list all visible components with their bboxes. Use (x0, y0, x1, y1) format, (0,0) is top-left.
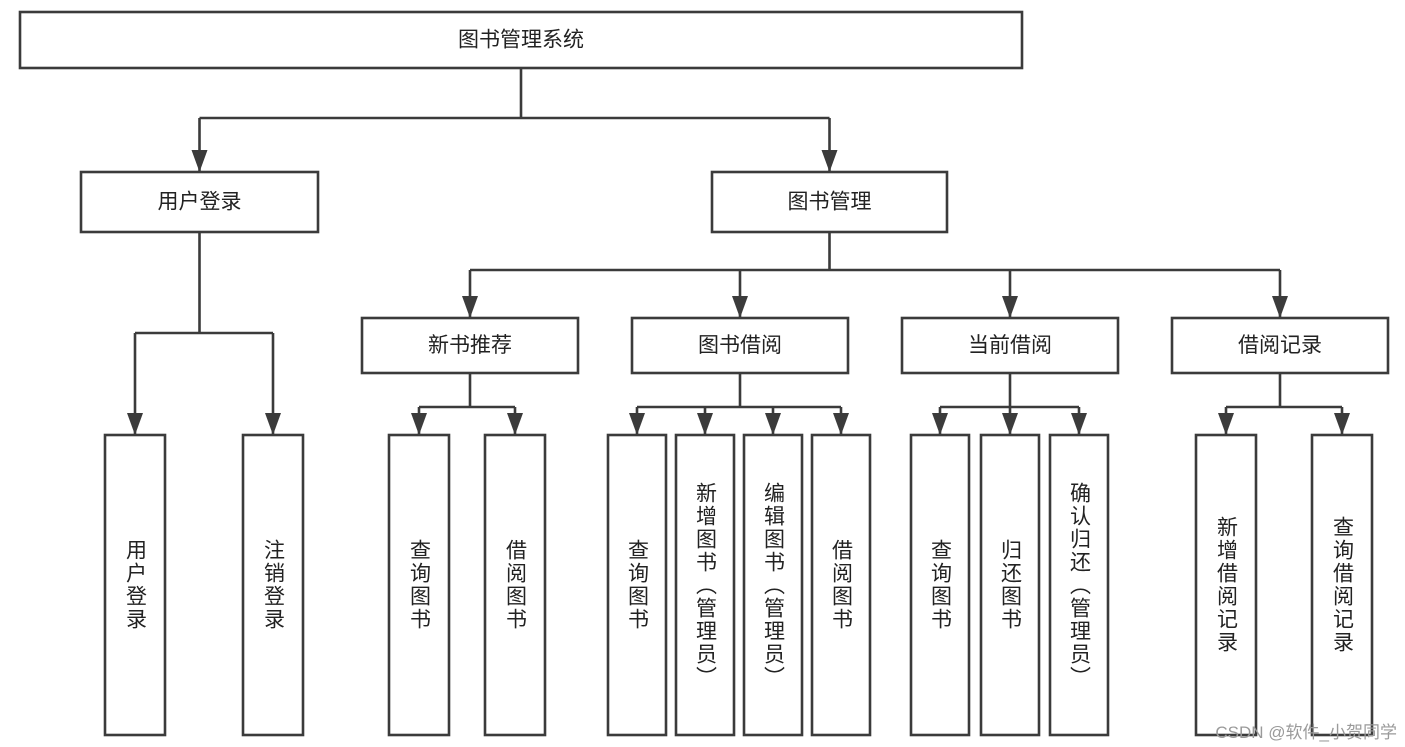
arrow-head-icon (1218, 413, 1234, 435)
node-box-lf9[interactable] (909, 433, 971, 737)
node-box-lf3[interactable] (387, 433, 451, 737)
node-box-lf5[interactable] (606, 433, 668, 737)
arrow-head-icon (1071, 413, 1087, 435)
arrow-head-icon (1334, 413, 1350, 435)
node-box-layer (18, 10, 1390, 737)
node-label-root: 图书管理系统 (458, 29, 584, 52)
node-box-lf2[interactable] (241, 433, 305, 737)
arrow-head-icon (191, 150, 208, 172)
node-box-l3d[interactable] (1170, 316, 1390, 375)
arrow-head-icon (697, 413, 713, 435)
node-box-lf13[interactable] (1310, 433, 1374, 737)
arrow-head-icon (765, 413, 781, 435)
arrow-head-icon (629, 413, 645, 435)
node-box-lf4[interactable] (483, 433, 547, 737)
node-box-l2b[interactable] (710, 170, 949, 234)
arrow-head-icon (127, 413, 143, 435)
node-label-l3d: 借阅记录 (1238, 334, 1322, 357)
node-box-l2a[interactable] (79, 170, 320, 234)
arrow-head-icon (833, 413, 849, 435)
node-box-lf1[interactable] (103, 433, 167, 737)
node-box-lf7[interactable] (742, 433, 804, 737)
node-label-l3b: 图书借阅 (698, 334, 782, 357)
arrow-head-icon (1002, 296, 1018, 318)
node-label-l2b: 图书管理 (788, 191, 872, 214)
node-box-l3a[interactable] (360, 316, 580, 375)
arrow-head-icon (732, 296, 748, 318)
node-box-lf6[interactable] (674, 433, 736, 737)
node-box-root[interactable] (18, 10, 1024, 70)
connector-layer (127, 68, 1350, 435)
arrow-head-icon (507, 413, 523, 435)
arrow-head-icon (462, 296, 478, 318)
node-box-lf11[interactable] (1048, 433, 1110, 737)
arrow-head-icon (265, 413, 281, 435)
node-box-l3b[interactable] (630, 316, 850, 375)
arrow-head-icon (821, 150, 838, 172)
arrow-head-icon (411, 413, 427, 435)
arrow-head-icon (932, 413, 948, 435)
node-label-l2a: 用户登录 (158, 191, 242, 214)
arrow-head-icon (1272, 296, 1288, 318)
node-label-l3a: 新书推荐 (428, 334, 512, 357)
node-box-lf10[interactable] (979, 433, 1041, 737)
arrow-head-icon (1002, 413, 1018, 435)
node-box-lf8[interactable] (810, 433, 872, 737)
node-box-l3c[interactable] (900, 316, 1120, 375)
node-label-l3c: 当前借阅 (968, 334, 1052, 357)
node-box-lf12[interactable] (1194, 433, 1258, 737)
watermark-text: CSDN @软件_小贺同学 (1215, 723, 1397, 742)
